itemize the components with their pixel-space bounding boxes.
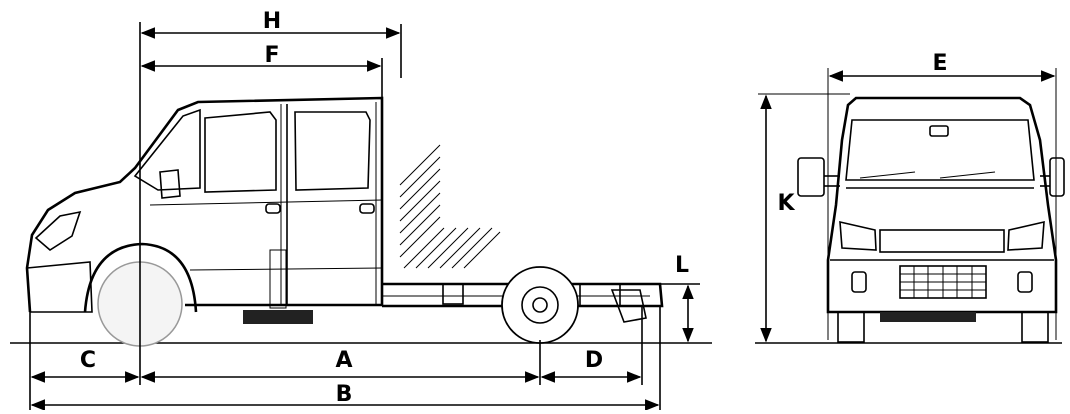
rear-wheel-rim (521, 286, 559, 324)
front-bumper (26, 261, 93, 313)
truck-side-view (25, 96, 664, 347)
dim-c-label: C (80, 348, 96, 373)
rear-view-mirror-inner (929, 125, 949, 137)
dim-k-label: K (777, 191, 795, 216)
front-grille-mesh (900, 266, 986, 298)
dim-f-label: F (264, 43, 279, 68)
door-handle-rear (359, 203, 375, 214)
headlight (34, 210, 82, 251)
front-mirror-left (797, 157, 825, 197)
body-hatching (399, 144, 501, 269)
front-cab-outline (826, 96, 1058, 314)
rear-door-window (294, 111, 371, 191)
front-wheel-arch (83, 242, 198, 313)
front-headlight-right (1007, 220, 1045, 251)
fog-light-left (851, 271, 867, 293)
door-handle-front (265, 203, 281, 214)
front-mirror-right (1049, 157, 1065, 197)
chassis-bracket-rear (579, 283, 621, 307)
side-mirror (159, 169, 181, 199)
dim-l-label: L (675, 253, 689, 278)
dim-e-label: E (932, 51, 947, 76)
rear-wheel-hub (532, 297, 548, 313)
dim-h-label: H (263, 9, 281, 34)
rear-wheel (501, 266, 579, 344)
chassis-bracket (442, 283, 464, 305)
front-door-window (204, 111, 277, 193)
wiper-right (939, 171, 996, 179)
dim-a-label: A (335, 348, 352, 373)
dim-b-label: B (336, 382, 353, 407)
fuel-tank (243, 310, 313, 324)
front-undercarriage (880, 312, 976, 322)
front-tire-left (837, 311, 865, 343)
front-windshield (845, 119, 1035, 181)
fog-light-right (1017, 271, 1033, 293)
front-tire-right (1021, 311, 1049, 343)
cab-step (269, 249, 287, 309)
wiper-left (859, 171, 916, 179)
exhaust (610, 289, 647, 323)
front-grille-top (879, 229, 1005, 253)
cab-outline (25, 96, 384, 313)
truck-front-view (797, 96, 1065, 343)
body-crease (149, 199, 383, 206)
front-headlight-left (839, 220, 877, 251)
windshield (133, 108, 201, 191)
dim-d-label: D (585, 348, 603, 373)
